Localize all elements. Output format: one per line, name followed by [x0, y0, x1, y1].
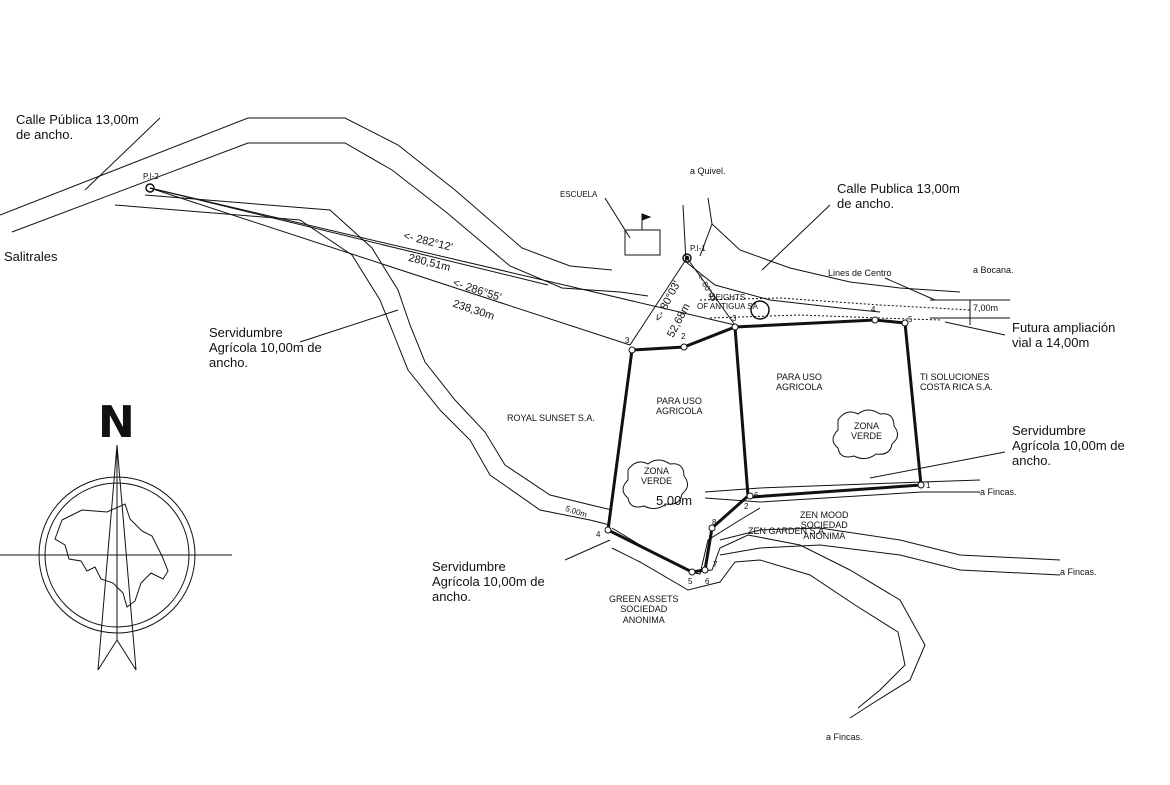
a-quivel-label: a Quivel.: [690, 166, 726, 176]
road-edge-top: [699, 223, 713, 257]
servidumbre-right-label: Servidumbre Agrícola 10,00m de ancho.: [1012, 423, 1125, 468]
salitrales-label: Salitrales: [4, 249, 58, 264]
vertices: [604, 316, 925, 576]
school-flag-icon: [604, 197, 661, 256]
zona-verde-cloud-right: [832, 409, 898, 460]
para-uso-agricola-1-label: PARA USO AGRICOLA: [656, 396, 703, 417]
escuela-label: ESCUELA: [560, 190, 598, 199]
vertex-w6: 6: [705, 577, 710, 586]
vertex-6: 6: [754, 491, 759, 500]
futura-ampliacion-label: Futura ampliación vial a 14,00m: [1012, 320, 1116, 350]
heights-of-antigua-label: HEIGHTS OF ANTIGUA SA: [697, 293, 758, 312]
a-bocana-label: a Bocana.: [973, 265, 1014, 275]
dimension-7m-label: 7,00m: [973, 303, 999, 313]
vertex-8: 8: [712, 518, 717, 527]
zen-mood-label: ZEN MOOD SOCIEDAD ANONIMA: [800, 510, 849, 541]
dimension-7m: [930, 299, 1010, 325]
a-fincas-2-label: a Fincas.: [1060, 567, 1097, 577]
vertex-w4: 4: [596, 530, 601, 539]
north-arrow-icon: [0, 444, 232, 671]
calle-publica-left-label: Calle Pública 13,00m de ancho.: [16, 112, 139, 142]
vertex-w5: 5: [688, 577, 693, 586]
vertex-2: 2: [744, 502, 749, 511]
vertex-7: 7: [713, 560, 718, 569]
vertex-1: 1: [926, 481, 931, 490]
calle-publica-right-label: Calle Publica 13,00m de ancho.: [837, 181, 960, 211]
zona-verde-2-label: ZONA VERDE: [851, 421, 883, 442]
zen-garden-label: ZEN GARDEN S.A.: [748, 526, 827, 536]
a-fincas-3-label: a Fincas.: [826, 732, 863, 742]
north-letter: N: [98, 397, 135, 448]
lines-de-centro-label: Lines de Centro: [828, 268, 892, 278]
zona-verde-cloud-left: [622, 459, 688, 510]
green-assets-label: GREEN ASSETS SOCIEDAD ANONIMA: [609, 594, 679, 625]
pi-markers: [145, 183, 770, 320]
pi2-label: P.I-2: [143, 172, 159, 181]
servidumbre-bottom-label: Servidumbre Agrícola 10,00m de ancho.: [432, 559, 545, 604]
costa-rica-map-icon: [54, 503, 169, 608]
easement-left-winding: [114, 194, 613, 526]
pi1-label: P.I-1: [690, 244, 706, 253]
ti-soluciones-label: TI SOLUCIONES COSTA RICA S.A.: [920, 372, 993, 393]
vertex-4: 4: [871, 305, 876, 314]
vertex-w3: 3: [625, 336, 630, 345]
zona-verde-1-label: ZONA VERDE: [641, 466, 673, 487]
vertex-3: 3: [732, 314, 737, 323]
vertex-w2: 2: [681, 332, 686, 341]
servidumbre-left-label: Servidumbre Agrícola 10,00m de ancho.: [209, 325, 322, 370]
dimension-5m-label: 5,00m: [656, 493, 693, 508]
traverse-lines: [149, 187, 736, 346]
roads-a-fincas: [704, 479, 1061, 576]
vertex-5: 5: [908, 315, 913, 324]
road-calle-publica-left: [0, 117, 649, 297]
para-uso-agricola-2-label: PARA USO AGRICOLA: [776, 372, 823, 393]
royal-sunset-label: ROYAL SUNSET S.A.: [507, 413, 595, 423]
pointer-arrows: [84, 117, 1006, 561]
centerline-dashed: [699, 297, 971, 321]
a-fincas-1-label: a Fincas.: [980, 487, 1017, 497]
